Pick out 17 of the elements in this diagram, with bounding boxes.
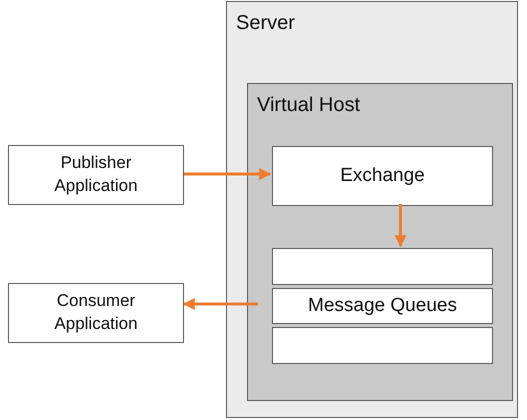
arrow [394, 204, 406, 248]
server-panel [226, 1, 518, 418]
arrow [182, 298, 258, 310]
process-box [272, 146, 493, 206]
box-label: Exchange [339, 164, 426, 188]
empty-box [272, 248, 493, 285]
empty-box [272, 327, 493, 364]
virtual-host-panel [247, 83, 513, 401]
panel-title: Virtual Host [257, 94, 360, 117]
arrow [184, 168, 272, 180]
process-box [8, 145, 184, 205]
process-box [272, 288, 493, 324]
box-label: Publisher Application [53, 152, 139, 197]
panel-title: Server [236, 12, 295, 35]
box-label: Consumer Application [53, 290, 139, 335]
box-label: Message Queues [307, 294, 458, 318]
process-box [8, 283, 184, 343]
